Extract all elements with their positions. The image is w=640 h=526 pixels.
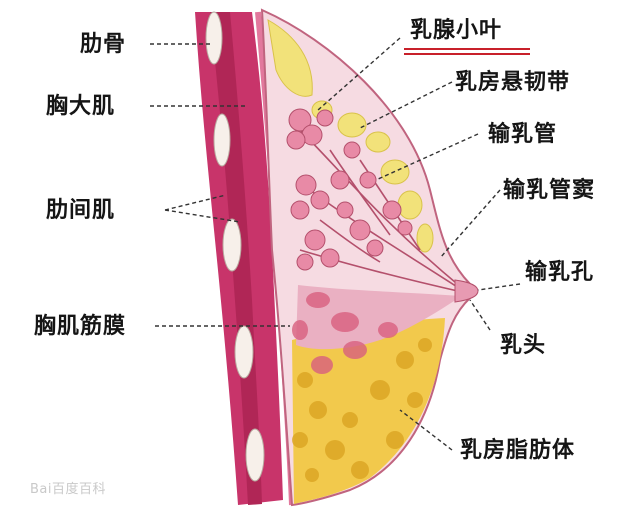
label-nipple: 乳头 xyxy=(500,333,547,358)
gland-patches xyxy=(292,292,398,374)
label-lactiferous-sinus: 输乳管窦 xyxy=(503,178,596,203)
label-intercostal: 肋间肌 xyxy=(46,198,116,223)
label-duct-opening: 输乳孔 xyxy=(525,260,595,285)
gland-mass xyxy=(296,285,462,350)
label-fat-body: 乳房脂肪体 xyxy=(460,438,576,463)
nipple-shape xyxy=(454,279,479,303)
lobule-underline-1 xyxy=(404,48,530,50)
rib-bones xyxy=(205,11,265,482)
label-suspensory-ligament: 乳房悬韧带 xyxy=(455,70,571,95)
label-pectoral-fascia: 胸肌筋膜 xyxy=(34,314,127,339)
lobule-clusters xyxy=(286,108,413,271)
label-rib: 肋骨 xyxy=(80,32,127,57)
label-pectoralis-major: 胸大肌 xyxy=(46,94,116,119)
label-lactiferous-duct: 输乳管 xyxy=(488,122,558,147)
label-lobule: 乳腺小叶 xyxy=(410,18,503,43)
lobule-underline-2 xyxy=(404,53,530,55)
baidu-watermark: Bai百度百科 xyxy=(30,482,106,497)
fat-lobules xyxy=(292,338,432,482)
leader-lines xyxy=(150,37,521,451)
